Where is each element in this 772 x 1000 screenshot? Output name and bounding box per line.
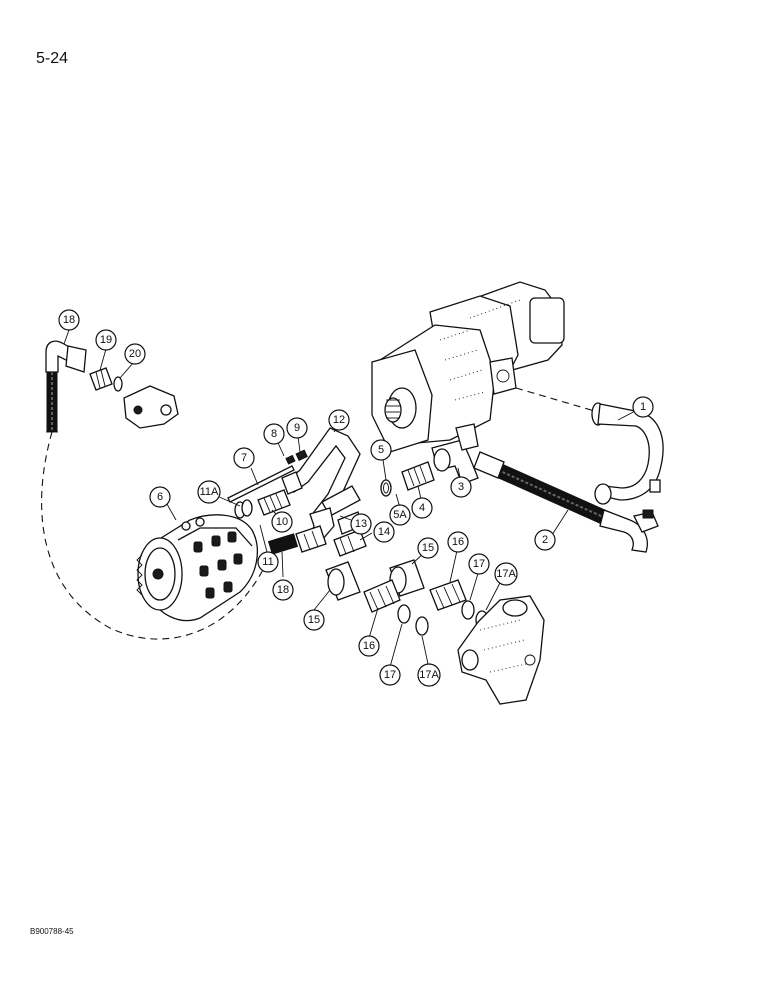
svg-text:6: 6: [157, 491, 163, 503]
figure-reference-code: B900788-45: [30, 927, 74, 936]
callout-2: 2: [534, 529, 556, 551]
callout-16-lower: 16: [358, 635, 380, 657]
o-ring-11a: [234, 499, 253, 519]
page-number: 5-24: [36, 50, 69, 67]
steering-cylinder-port-block: [123, 385, 179, 429]
steering-valve-6: [136, 514, 258, 622]
adapter-19: [89, 367, 113, 391]
connector-14: [333, 529, 367, 557]
callout-9: 9: [286, 417, 308, 439]
callout-16-upper: 16: [447, 531, 469, 553]
tube-1: [591, 402, 664, 505]
callout-5a: 5A: [389, 504, 411, 526]
callout-17-upper: 17: [468, 553, 490, 575]
o-ring-20: [113, 376, 123, 392]
adapter-16-upper: [429, 579, 467, 611]
callout-17-lower: 17: [379, 664, 401, 686]
return-line-dashed: [41, 431, 269, 640]
svg-text:16: 16: [452, 536, 464, 548]
svg-text:7: 7: [241, 452, 247, 464]
svg-text:14: 14: [378, 526, 390, 538]
svg-text:11: 11: [262, 556, 273, 568]
svg-text:11A: 11A: [200, 486, 219, 498]
svg-text:20: 20: [129, 348, 141, 360]
callout-14: 14: [373, 521, 395, 543]
svg-text:19: 19: [100, 334, 112, 346]
callout-18-upper: 18: [58, 309, 80, 331]
callout-18-lower: 18: [272, 579, 294, 601]
adapter-16-lower: [363, 579, 401, 613]
adapter-fitting-4: [401, 461, 435, 491]
svg-text:5A: 5A: [393, 509, 407, 521]
callout-11a: 11A: [197, 480, 221, 504]
hose-18-upper: [45, 340, 87, 433]
leader-lines: [63, 329, 644, 668]
svg-text:18: 18: [277, 584, 289, 596]
svg-text:18: 18: [63, 314, 75, 326]
callout-12: 12: [328, 409, 350, 431]
svg-text:15: 15: [422, 542, 434, 554]
svg-text:17A: 17A: [496, 568, 516, 580]
callout-7: 7: [233, 447, 255, 469]
callout-13: 13: [350, 513, 372, 535]
screw-7: [227, 465, 295, 503]
o-ring-5: [380, 479, 392, 497]
svg-text:3: 3: [458, 481, 464, 493]
hose-fitting-18-lower: [267, 525, 327, 555]
fitting-8: [285, 454, 296, 465]
svg-text:8: 8: [271, 428, 277, 440]
callout-3: 3: [450, 476, 472, 498]
callout-8: 8: [263, 423, 285, 445]
fitting-9: [295, 449, 308, 461]
callout-1: 1: [632, 396, 654, 418]
elbow-fitting-3: [431, 423, 479, 485]
hose-2: [473, 451, 659, 553]
svg-text:4: 4: [419, 502, 425, 514]
callout-15-lower: 15: [303, 609, 325, 631]
svg-text:17A: 17A: [419, 669, 439, 681]
svg-text:15: 15: [308, 614, 320, 626]
o-rings-17: [397, 600, 475, 624]
svg-text:10: 10: [276, 516, 288, 528]
callout-10: 10: [271, 511, 293, 533]
callout-20: 20: [124, 343, 146, 365]
callout-17a-lower: 17A: [417, 663, 441, 687]
hydraulic-pump: [371, 281, 565, 453]
callout-11: 11: [257, 551, 279, 573]
fitting-10: [257, 489, 291, 516]
tube-nut-11: [281, 471, 303, 495]
callout-4: 4: [411, 497, 433, 519]
valve-block: [457, 595, 545, 705]
svg-text:9: 9: [294, 422, 300, 434]
svg-text:5: 5: [378, 444, 384, 456]
svg-text:2: 2: [542, 534, 548, 546]
svg-text:12: 12: [333, 414, 345, 426]
swivel-nut-15-lower: [325, 561, 361, 601]
pump-connection-dashed-line: [515, 387, 599, 413]
callout-6: 6: [149, 486, 171, 508]
svg-text:16: 16: [363, 640, 375, 652]
svg-text:13: 13: [355, 518, 367, 530]
callout-19: 19: [95, 329, 117, 351]
callout-17a-upper: 17A: [494, 562, 518, 586]
svg-text:17: 17: [384, 669, 396, 681]
callout-15-upper: 15: [417, 537, 439, 559]
callout-5: 5: [370, 439, 392, 461]
svg-text:1: 1: [640, 401, 646, 413]
svg-text:17: 17: [473, 558, 485, 570]
